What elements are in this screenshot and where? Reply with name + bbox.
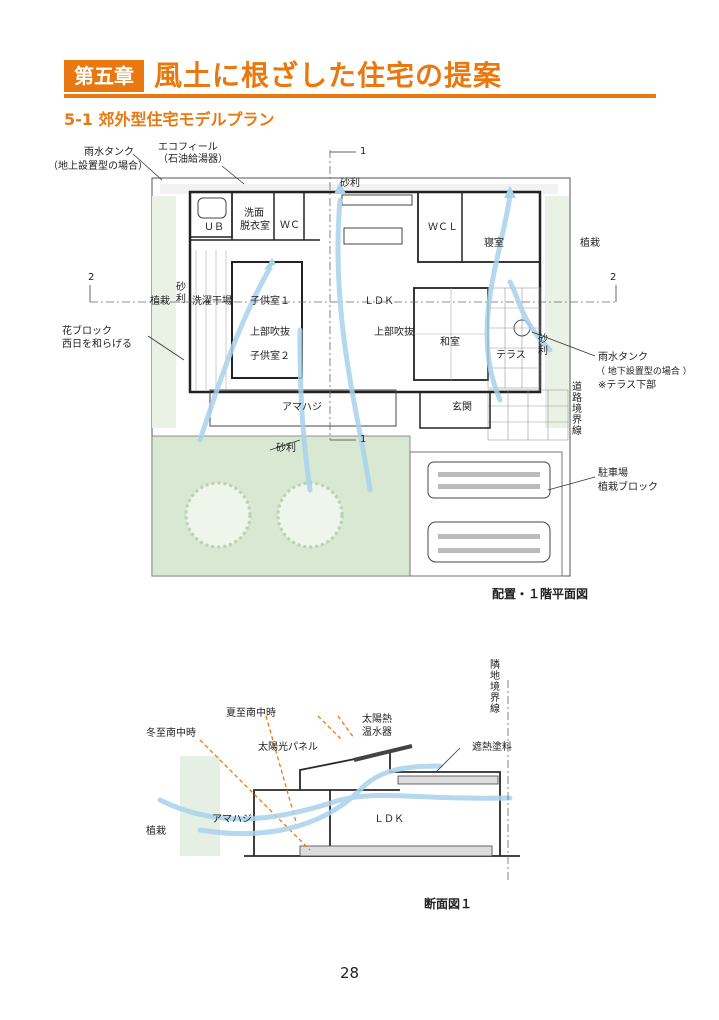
label-winter-sun: 冬至南中時: [146, 728, 196, 739]
label-boundary-road: 道路境界線: [572, 382, 582, 437]
callout-eco-feel-note: （石油給湯器）: [158, 154, 228, 165]
label-heat-paint: 遮熱塗料: [472, 742, 512, 753]
label-solar-panel: 太陽光パネル: [258, 742, 318, 753]
label-gravel-top: 砂利: [340, 178, 360, 189]
section-mark-right: 2: [610, 272, 617, 283]
label-section-planting: 植栽: [146, 826, 166, 837]
page-number: 28: [340, 964, 360, 982]
room-void1: 上部吹抜: [250, 327, 290, 338]
room-terrace: テラス: [496, 350, 526, 361]
label-section-ldk: ＬＤＫ: [374, 814, 404, 825]
chapter-title: 風土に根ざした住宅の提案: [154, 59, 503, 92]
chapter-header: 第五章 風土に根ざした住宅の提案: [64, 56, 656, 98]
label-summer-sun: 夏至南中時: [226, 708, 276, 719]
label-gravel-right: 砂利: [538, 334, 548, 357]
callout-rain-tank-ground: 雨水タンク: [84, 147, 134, 158]
callout-flower-block-note: 西日を和らげる: [62, 339, 132, 350]
callout-eco-feel: エコフィール: [158, 142, 218, 153]
section-caption: 断面図１: [424, 897, 473, 911]
room-washroom: 洗面: [244, 208, 264, 219]
room-amahaji: アマハジ: [282, 402, 322, 413]
room-ldk: ＬＤＫ: [364, 296, 394, 307]
room-entrance: 玄関: [452, 402, 472, 413]
callout-rain-tank-under: 雨水タンク: [598, 352, 648, 363]
chapter-badge: 第五章: [64, 60, 144, 92]
callout-parking: 駐車場: [598, 468, 628, 479]
label-planting-right: 植栽: [580, 238, 600, 249]
label-section-amahaji: アマハジ: [212, 814, 252, 825]
section-mark-left: 2: [88, 272, 95, 283]
callout-flower-block: 花ブロック: [62, 326, 112, 337]
room-ub: ＵＢ: [204, 222, 224, 233]
room-dressing: 脱衣室: [240, 221, 270, 232]
room-washitsu: 和室: [440, 337, 460, 348]
section-title: 5-1 郊外型住宅モデルプラン: [64, 110, 275, 129]
callout-parking-note: 植栽ブロック: [598, 482, 658, 493]
room-child2: 子供室２: [250, 351, 290, 362]
room-void2: 上部吹抜: [374, 327, 414, 338]
label-gravel-bottom: 砂利: [276, 443, 296, 454]
callout-rain-tank-under-note: （ 地下設置型の場合 ）: [596, 367, 692, 377]
label-solar-water: 太陽熱: [362, 714, 392, 725]
room-child1: 子供室１: [250, 296, 290, 307]
plan-caption: 配置・１階平面図: [492, 587, 589, 601]
callout-rain-tank-ground-note: （地上設置型の場合）: [48, 161, 148, 172]
room-bedroom: 寝室: [484, 238, 504, 249]
label-gravel-left: 砂利: [176, 282, 186, 305]
room-wcl: ＷＣＬ: [428, 222, 458, 233]
label-planting-left: 植栽: [150, 296, 170, 307]
label-solar-water2: 温水器: [362, 727, 392, 738]
callout-rain-tank-under-note2: ※テラス下部: [598, 380, 657, 391]
section-mark-bottom: 1: [360, 434, 367, 445]
chapter-rule: [64, 94, 656, 98]
room-wc: ＷＣ: [280, 220, 300, 231]
section-mark-top: 1: [360, 146, 367, 157]
label-neighbor-boundary: 隣地境界線: [490, 660, 500, 715]
room-laundry: 洗濯干場: [192, 296, 232, 307]
